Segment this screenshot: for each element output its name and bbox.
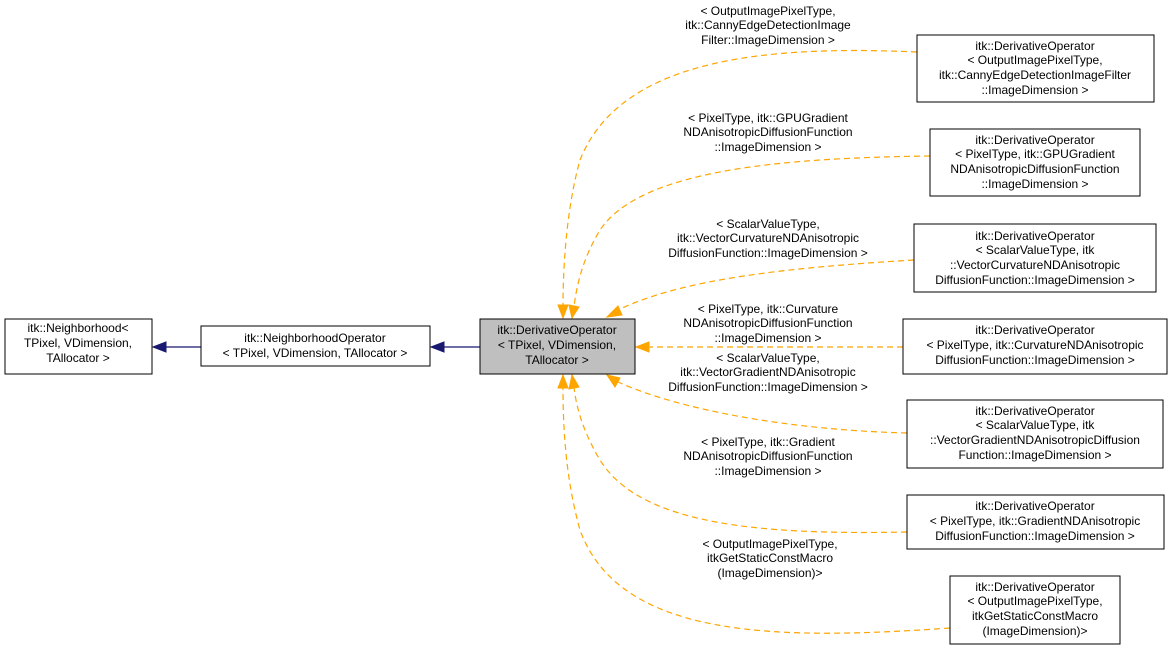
edge-canny	[557, 49, 918, 320]
edge-label-line: DiffusionFunction::ImageDimension >	[668, 380, 868, 394]
node-label-line: TAllocator >	[525, 353, 588, 367]
node-inst-vector-gradient[interactable]: itk::DerivativeOperator < ScalarValueTyp…	[906, 399, 1164, 469]
edge-labels: < OutputImagePixelType, itk::CannyEdgeDe…	[668, 4, 868, 580]
node-label-line: ::VectorCurvatureNDAnisotropic	[950, 258, 1120, 272]
node-inst-vector-curvature[interactable]: itk::DerivativeOperator < ScalarValueTyp…	[913, 223, 1157, 293]
node-label-line: TAllocator >	[46, 351, 109, 365]
node-label-line: itk::CannyEdgeDetectionImageFilter	[939, 68, 1131, 82]
node-derivative-operator[interactable]: itk::DerivativeOperator < TPixel, VDimen…	[479, 318, 636, 375]
edge-gpu-gradient	[568, 155, 931, 320]
edge-vector-curvature	[605, 259, 915, 318]
edge-label-static-const: < OutputImagePixelType, itkGetStaticCons…	[702, 537, 837, 580]
edge-label-line: < PixelType, itk::GPUGradient	[688, 111, 848, 125]
node-label-line: < ScalarValueType, itk	[976, 243, 1096, 257]
node-label-line: < PixelType, itk::GPUGradient	[955, 147, 1115, 161]
node-neighborhood[interactable]: itk::Neighborhood< TPixel, VDimension, T…	[4, 318, 153, 375]
edge-label-curvature: < PixelType, itk::Curvature NDAnisotropi…	[683, 302, 852, 345]
node-label-line: < PixelType, itk::CurvatureNDAnisotropic	[926, 338, 1143, 352]
edge-label-line: ::ImageDimension >	[714, 140, 821, 154]
node-label-line: itk::DerivativeOperator	[975, 323, 1094, 337]
edges	[151, 49, 951, 634]
node-label-line: itk::DerivativeOperator	[975, 133, 1094, 147]
edge-label-line: < OutputImagePixelType,	[702, 537, 837, 551]
node-label-line: itk::DerivativeOperator	[975, 580, 1094, 594]
node-label-line: ::ImageDimension >	[981, 177, 1088, 191]
edge-vector-gradient	[605, 374, 908, 434]
edge-label-vector-gradient: < ScalarValueType, itk::VectorGradientND…	[668, 351, 868, 394]
node-label-line: < TPixel, VDimension,	[498, 338, 616, 352]
node-label-line: itk::DerivativeOperator	[975, 404, 1094, 418]
node-label-line: ::ImageDimension >	[981, 83, 1088, 97]
node-label-line: < PixelType, itk::GradientNDAnisotropic	[930, 514, 1140, 528]
node-label-line: Function::ImageDimension >	[958, 448, 1111, 462]
edge-label-line: < PixelType, itk::Gradient	[701, 435, 835, 449]
edge-label-line: ::ImageDimension >	[714, 331, 821, 345]
edge-label-line: ::ImageDimension >	[714, 464, 821, 478]
node-label-line: (ImageDimension)>	[982, 624, 1087, 638]
node-label-line: itk::DerivativeOperator	[975, 39, 1094, 53]
node-label-line: DiffusionFunction::ImageDimension >	[935, 529, 1135, 543]
edge-label-line: itk::VectorCurvatureNDAnisotropic	[677, 231, 859, 245]
node-neighborhood-operator[interactable]: itk::NeighborhoodOperator < TPixel, VDim…	[200, 325, 431, 367]
node-inst-static-const[interactable]: itk::DerivativeOperator < OutputImagePix…	[949, 575, 1121, 645]
node-label-line: < OutputImagePixelType,	[967, 53, 1102, 67]
node-label-line: DiffusionFunction::ImageDimension >	[935, 353, 1135, 367]
node-label-line: itk::NeighborhoodOperator	[244, 331, 385, 345]
edge-static-const	[557, 373, 951, 634]
edge-label-line: itkGetStaticConstMacro	[707, 551, 833, 565]
node-inst-curvature[interactable]: itk::DerivativeOperator < PixelType, itk…	[902, 318, 1168, 375]
edge-label-gpu-gradient: < PixelType, itk::GPUGradient NDAnisotro…	[683, 111, 852, 154]
edge-label-line: itk::VectorGradientNDAnisotropic	[680, 365, 855, 379]
edge-label-line: itk::CannyEdgeDetectionImage	[685, 18, 851, 32]
edge-label-line: < PixelType, itk::Curvature	[698, 302, 839, 316]
edge-neighborhood-operator-to-neighborhood	[151, 341, 201, 353]
edge-label-line: NDAnisotropicDiffusionFunction	[683, 316, 852, 330]
edge-derivative-operator-to-neighborhood-operator	[429, 341, 480, 353]
edge-label-line: Filter::ImageDimension >	[701, 33, 835, 47]
edge-label-line: DiffusionFunction::ImageDimension >	[668, 246, 868, 260]
edge-label-line: < ScalarValueType,	[716, 217, 820, 231]
node-label-line: itkGetStaticConstMacro	[972, 609, 1098, 623]
edge-label-line: < ScalarValueType,	[716, 351, 820, 365]
node-label-line: itk::DerivativeOperator	[975, 229, 1094, 243]
edge-label-line: < OutputImagePixelType,	[700, 4, 835, 18]
node-label-line: < TPixel, VDimension, TAllocator >	[223, 346, 408, 360]
nodes: itk::Neighborhood< TPixel, VDimension, T…	[4, 34, 1168, 645]
node-inst-gpu-gradient[interactable]: itk::DerivativeOperator < PixelType, itk…	[929, 128, 1141, 197]
node-label-line: itk::DerivativeOperator	[497, 323, 616, 337]
node-inst-canny[interactable]: itk::DerivativeOperator < OutputImagePix…	[916, 34, 1155, 103]
edge-label-line: NDAnisotropicDiffusionFunction	[683, 449, 852, 463]
node-label-line: DiffusionFunction::ImageDimension >	[935, 273, 1135, 287]
edge-curvature	[634, 341, 903, 353]
edge-gradient	[568, 373, 908, 534]
node-inst-gradient[interactable]: itk::DerivativeOperator < PixelType, itk…	[906, 494, 1165, 550]
edge-label-line: (ImageDimension)>	[717, 566, 822, 580]
node-label-line: TPixel, VDimension,	[24, 336, 132, 350]
node-label-line: ::VectorGradientNDAnisotropicDiffusion	[930, 433, 1140, 447]
node-label-line: itk::Neighborhood<	[27, 321, 128, 335]
node-label-line: < ScalarValueType, itk	[976, 418, 1096, 432]
edge-label-canny: < OutputImagePixelType, itk::CannyEdgeDe…	[685, 4, 851, 47]
node-label-line: < OutputImagePixelType,	[967, 594, 1102, 608]
node-label-line: itk::DerivativeOperator	[975, 499, 1094, 513]
edge-label-vector-curvature: < ScalarValueType, itk::VectorCurvatureN…	[668, 217, 868, 260]
edge-label-line: NDAnisotropicDiffusionFunction	[683, 125, 852, 139]
edge-label-gradient: < PixelType, itk::Gradient NDAnisotropic…	[683, 435, 852, 478]
node-label-line: NDAnisotropicDiffusionFunction	[950, 162, 1119, 176]
